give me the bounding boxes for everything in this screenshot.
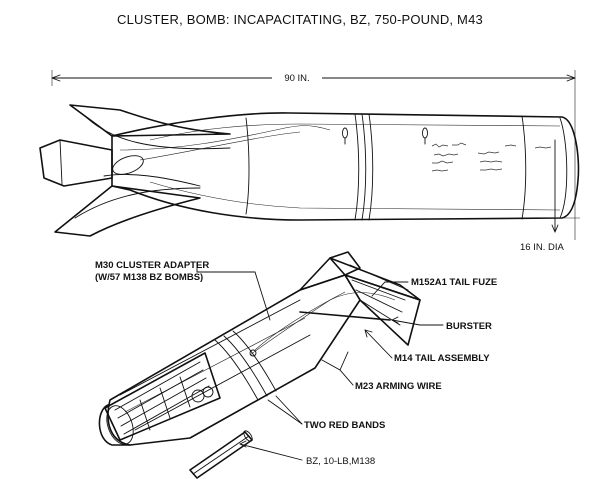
tail-fin-lower — [54, 185, 201, 237]
callout-leaders — [196, 261, 444, 461]
callout-cluster-adapter: M30 CLUSTER ADAPTER — [95, 260, 209, 271]
bomb-body-outline — [111, 112, 580, 221]
tail-fin-upper — [69, 104, 231, 137]
burster-rod — [299, 311, 391, 321]
stencil-markings — [431, 142, 552, 172]
length-label: 90 IN. — [284, 73, 309, 84]
suspension-lug — [422, 127, 428, 145]
callout-cluster-adapter-contents: (W/57 M138 BZ BOMBS) — [95, 272, 203, 283]
callout-tail-fuze: M152A1 TAIL FUZE — [411, 277, 497, 288]
bomblet-stack — [114, 361, 214, 435]
cutaway-tail-fin-lower — [344, 274, 421, 346]
callout-tail-assembly: M14 TAIL ASSEMBLY — [394, 353, 490, 364]
assembled-bomb — [39, 104, 580, 237]
diameter-dimension: 16 IN. DIA — [520, 139, 580, 253]
red-band — [223, 335, 268, 397]
callout-arming-wire: M23 ARMING WIRE — [355, 381, 442, 392]
arming-wire — [249, 292, 396, 356]
callout-red-bands: TWO RED BANDS — [304, 420, 385, 431]
bomb-band-seam — [354, 113, 360, 221]
red-band — [214, 339, 259, 401]
tail-fin-rear — [39, 139, 113, 187]
diagram-title: CLUSTER, BOMB: INCAPACITATING, BZ, 750-P… — [117, 12, 483, 27]
cutaway-bomb — [98, 251, 421, 446]
cutaway-tail-box — [329, 257, 421, 301]
diameter-label: 16 IN. DIA — [520, 242, 564, 253]
length-dimension: 90 IN. — [51, 70, 576, 240]
suspension-lug — [342, 127, 348, 145]
bomblet-m138 — [189, 430, 253, 479]
callout-burster: BURSTER — [446, 321, 492, 332]
callout-bomblet: BZ, 10-LB,M138 — [306, 456, 375, 467]
cutaway-tail-fin-upper — [299, 251, 361, 291]
cutaway-window — [104, 352, 221, 441]
